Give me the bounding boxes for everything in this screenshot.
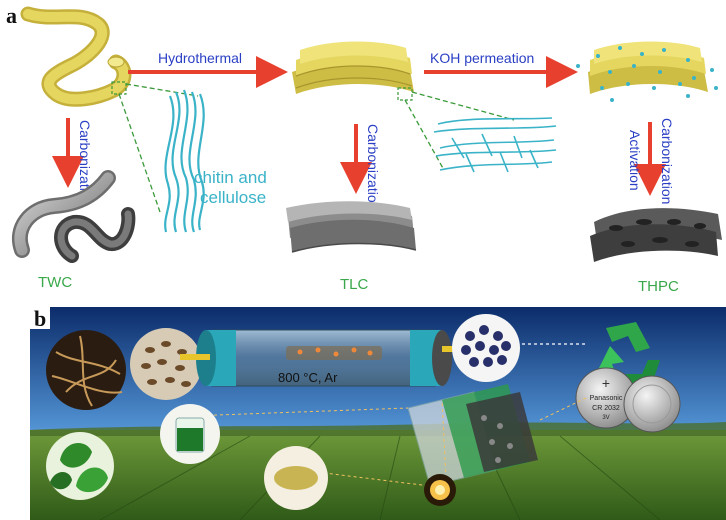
furnace-condition-label: 800 °C, Ar [278,370,338,385]
battery-brand: Panasonic [590,395,623,402]
twc-illustration [12,170,136,263]
zoom-line-4 [411,91,515,121]
composite-sheets [407,384,538,487]
panel-a: a chitin and cellulose Hydrothermal [6,3,722,295]
koh-wood-illustration [576,41,718,102]
coin-cell-battery-back [623,375,681,433]
carbon-product-photo [452,314,520,382]
fiber-label-line2: cellulose [200,188,266,207]
hydrothermal-label: Hydrothermal [158,50,242,66]
lamp-icon [424,474,456,506]
beaker-photo [160,404,220,464]
wood-strand-illustration [20,6,132,107]
zoom-line-1 [118,93,161,213]
tlc-illustration [286,201,417,253]
zoom-line-3 [404,99,445,171]
svg-text:+: + [602,375,610,391]
fiber-bundle-illustration [164,89,205,233]
activation-label: Activation [627,130,643,191]
panel-b-label: b [34,306,46,331]
fiber-label-line1: chitin and [194,168,267,187]
leaves-photo [46,432,114,500]
twc-label: TWC [38,274,72,291]
panel-b-connector-lines [189,397,587,487]
tlc-label: TLC [340,276,369,293]
layered-wood-illustration [292,41,414,94]
aligned-fibers-illustration [433,117,557,173]
seeds-photo [130,328,202,400]
field-background [30,430,726,520]
carbonization-label-mid: Carbonization [365,124,381,210]
battery-model: CR 2032 [592,405,620,412]
hydrogel-photo [264,446,328,510]
carbonization-label-left: Carbonization [77,120,93,206]
zoom-line-2 [125,83,199,97]
tube-furnace [180,329,472,387]
panel-a-label: a [6,3,17,28]
battery-voltage: 3V [602,415,609,421]
panel-b-label-box [30,307,50,329]
carbonization-label-right: Carbonization [659,118,675,204]
koh-label: KOH permeation [430,50,534,66]
panel-b: b [30,306,726,520]
roots-photo [46,330,126,410]
thpc-label: THPC [638,278,679,295]
thpc-illustration [590,208,722,262]
